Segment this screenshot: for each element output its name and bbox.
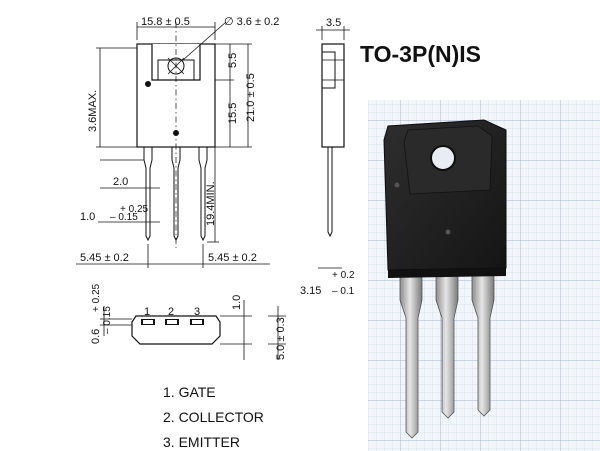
dim-end-nom: 0.6 (90, 329, 102, 344)
front-view: 15.8 ± 0.5 ∅ 3.6 ± 0.2 3.6MAX. 5.5 15.5 … (76, 16, 279, 268)
dim-pitch-right: 5.45 ± 0.2 (208, 252, 257, 264)
dim-side-thickness: 3.5 (326, 17, 341, 29)
pin-label-2: 2 (168, 306, 174, 318)
dim-hole-dia: ∅ 3.6 ± 0.2 (224, 16, 279, 28)
dim-lead-thick-nom: 3.15 (300, 285, 321, 297)
dim-lead-thick-plus: + 0.2 (332, 270, 355, 281)
dim-end-depth: 5.0 ± 0.3 (275, 317, 287, 360)
component-photo (368, 100, 600, 451)
side-lead (327, 147, 333, 238)
dim-hole-to-bottom: 15.5 (227, 103, 239, 124)
front-leads (143, 147, 208, 242)
dim-body-width: 15.8 ± 0.5 (141, 16, 190, 28)
photo-leads (399, 261, 495, 439)
legend-item-1: 1. GATE (163, 384, 216, 400)
dim-lead-width-plus: + 0.25 (120, 204, 149, 215)
side-view: 3.5 + 0.2 3.15 – 0.1 (300, 17, 355, 297)
legend-item-2: 2. COLLECTOR (163, 409, 264, 425)
end-view: 1 2 3 + 0.25 0.6 – 0.15 1.0 5.0 ± 0.3 (90, 283, 287, 360)
pin-legend: 1. GATE 2. COLLECTOR 3. EMITTER (163, 384, 264, 450)
side-body (321, 43, 345, 148)
dim-lead-length: 19.4MIN. (205, 181, 217, 226)
dim-end-plus: + 0.25 (91, 283, 102, 312)
package-title: TO-3P(N)IS (360, 41, 481, 67)
legend-item-3: 3. EMITTER (163, 434, 240, 450)
dim-end-height: 1.0 (231, 295, 243, 310)
dim-end-minus: – 0.15 (102, 306, 113, 334)
pin-label-1: 1 (144, 306, 150, 318)
dim-lead-width-nom: 1.0 (80, 211, 95, 223)
dim-top-tab: 3.6MAX. (87, 90, 99, 132)
dim-lead-shoulder: 2.0 (113, 176, 128, 188)
dim-lead-width-minus: – 0.15 (110, 212, 138, 223)
dim-pitch-left: 5.45 ± 0.2 (80, 252, 129, 264)
dim-lead-thick-minus: – 0.1 (332, 286, 355, 297)
dim-body-height: 21.0 ± 0.5 (245, 73, 257, 122)
pin-label-3: 3 (194, 306, 200, 318)
dim-top-to-hole: 5.5 (227, 53, 239, 68)
photo-mounting-hole (430, 145, 456, 171)
